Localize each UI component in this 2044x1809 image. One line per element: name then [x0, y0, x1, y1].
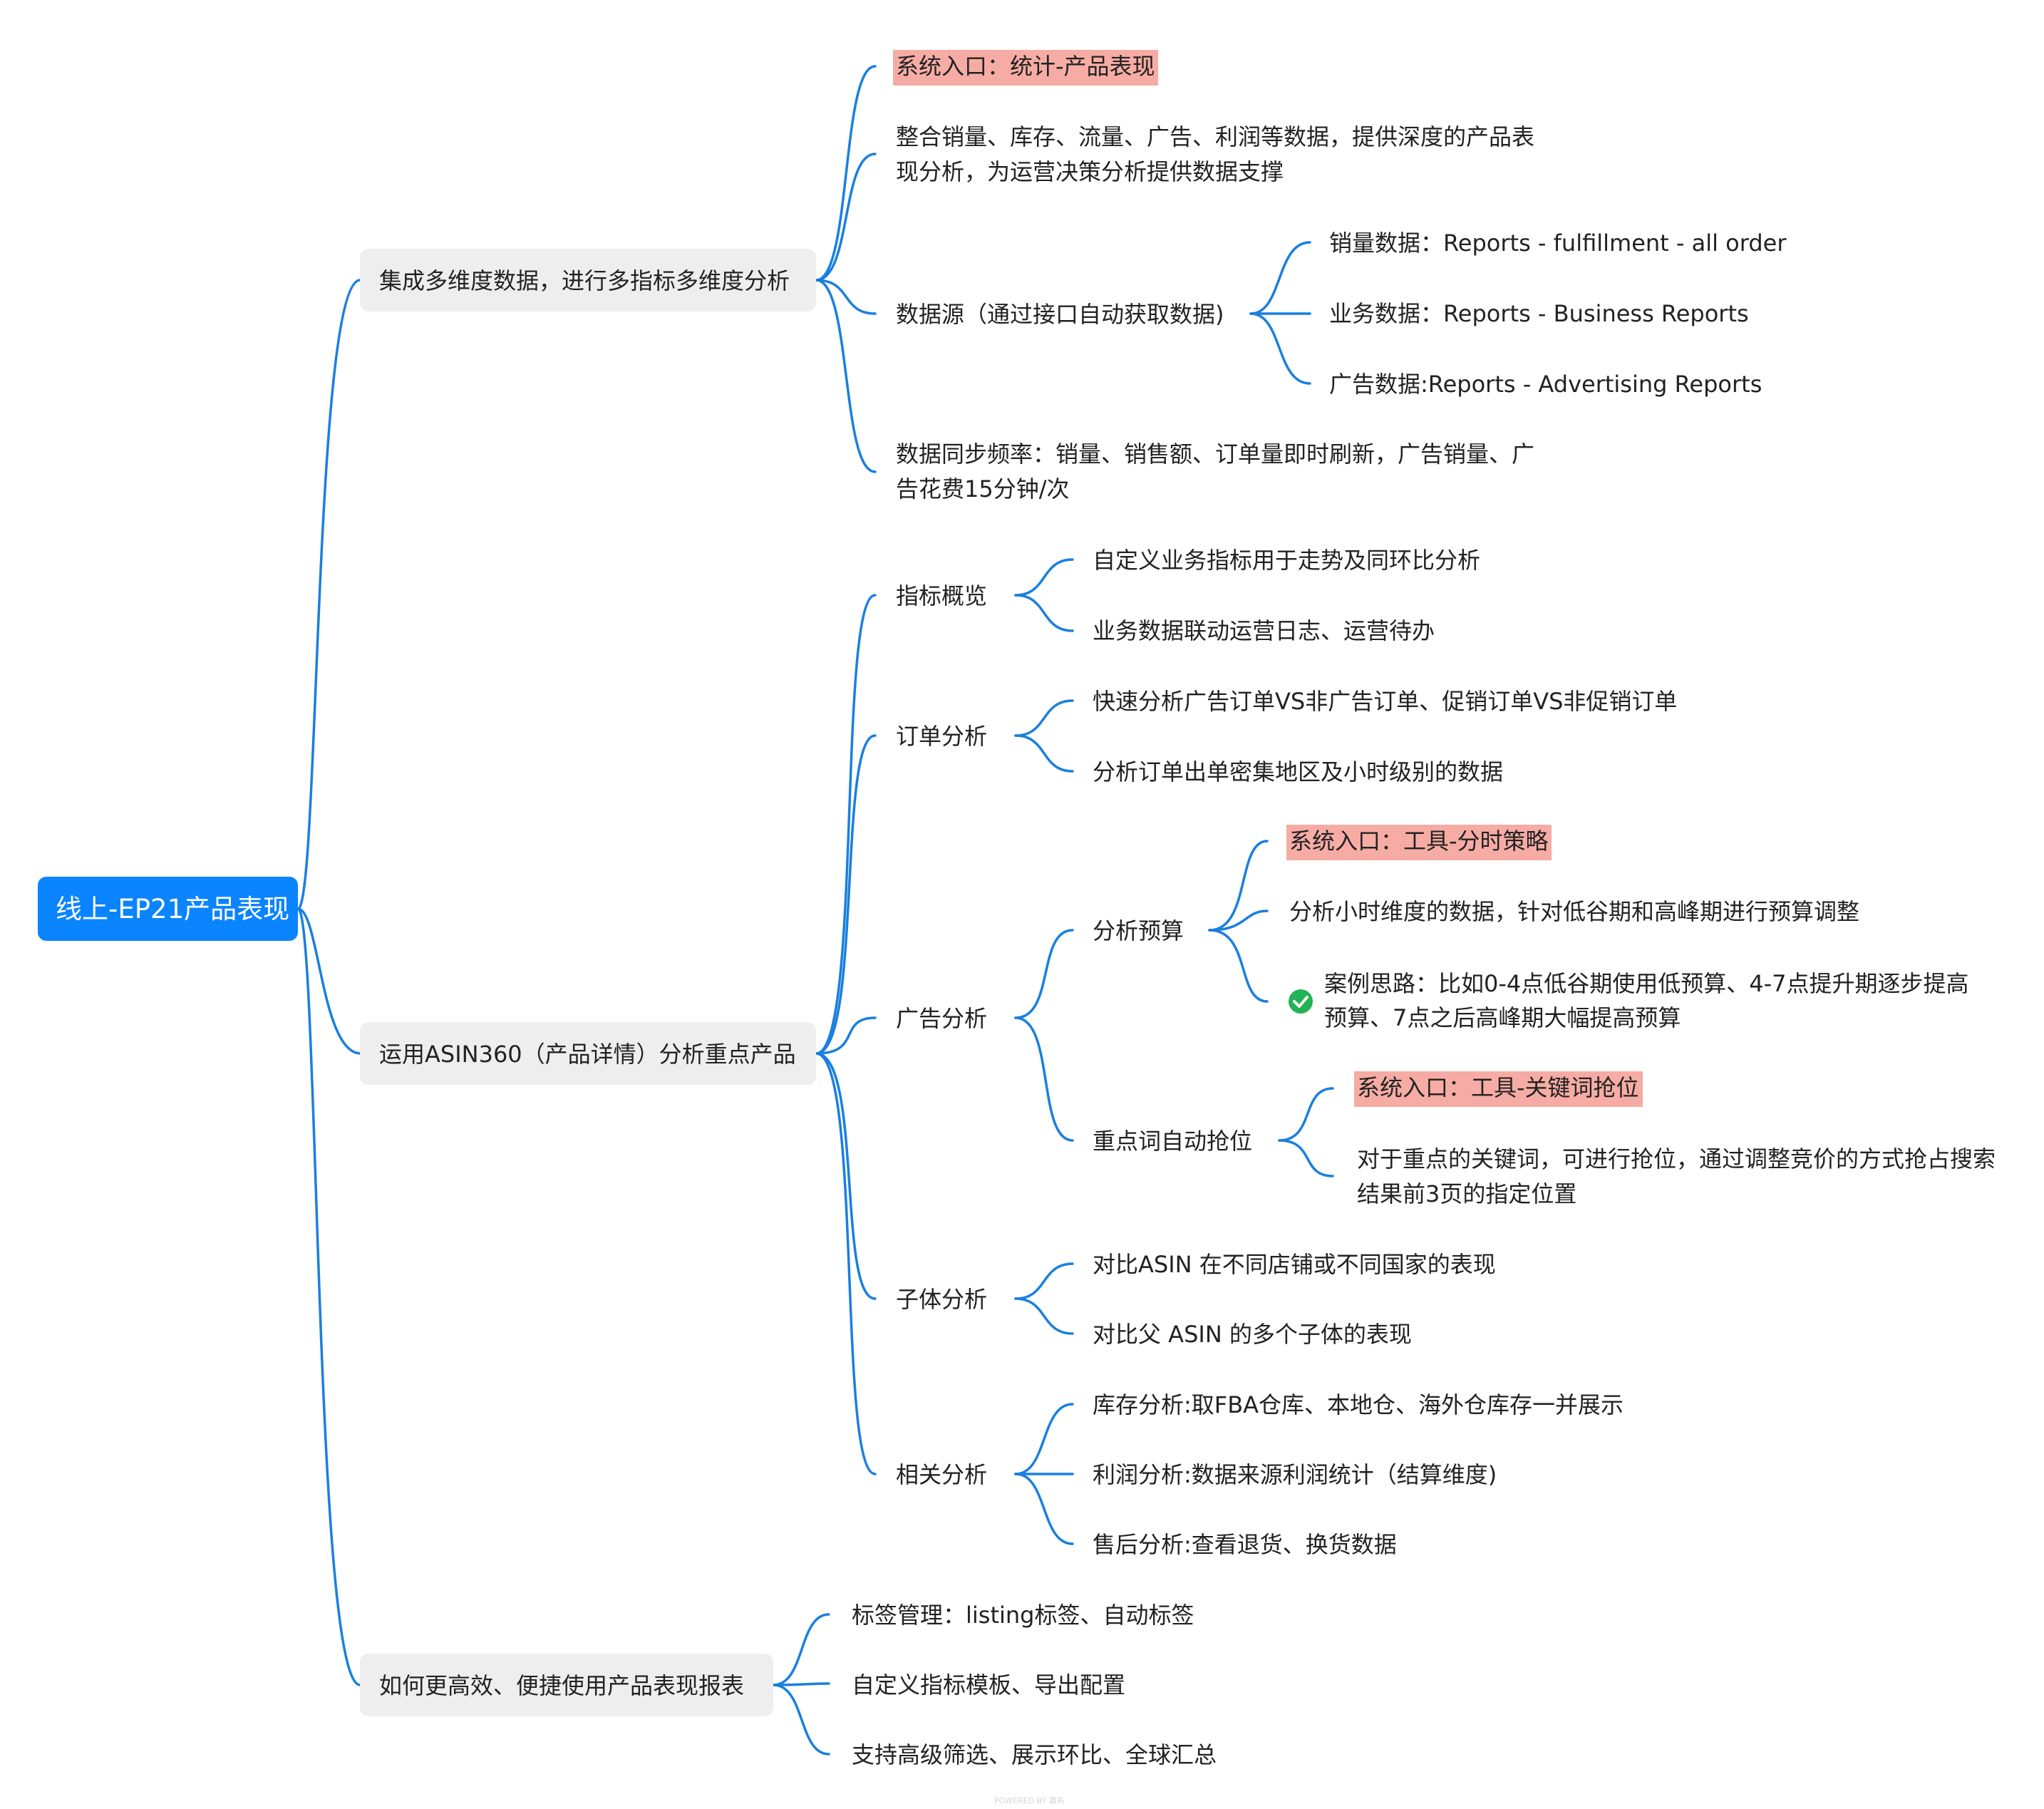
budget-node[interactable]: 分析预算 — [1093, 917, 1184, 944]
check-circle-icon — [1289, 989, 1313, 1014]
b3-item-2[interactable]: 自定义指标模板、导出配置 — [852, 1671, 1125, 1699]
connector-related-3 — [1014, 1473, 1074, 1545]
b1-desc-line-1: 整合销量、库存、流量、广告、利润等数据，提供深度的产品表 — [896, 123, 1534, 150]
b1-source-node[interactable]: 数据源（通过接口自动获取数据) — [896, 301, 1224, 328]
keyword-node[interactable]: 重点词自动抢位 — [1093, 1128, 1252, 1155]
branch-label-b2: 运用ASIN360（产品详情）分析重点产品 — [379, 1041, 796, 1068]
budget-case-line-1: 案例思路：比如0-4点低谷期使用低预算、4-7点提升期逐步提高 — [1324, 970, 1969, 997]
b1-entry-node[interactable]: 系统入口：统计-产品表现 — [893, 50, 1158, 86]
connector-root-b2 — [296, 907, 361, 1055]
source-item-business[interactable]: 业务数据：Reports - Business Reports — [1329, 300, 1749, 327]
overview-node[interactable]: 指标概览 — [896, 582, 987, 609]
connector-child-1 — [1014, 1262, 1074, 1300]
connector-b2-orders — [815, 734, 877, 1055]
connector-b3-1 — [772, 1613, 830, 1686]
branch-label-b3: 如何更高效、便捷使用产品表现报表 — [379, 1672, 744, 1699]
connector-keyword-entry — [1278, 1087, 1334, 1142]
related-label: 相关分析 — [896, 1461, 987, 1488]
connector-child-2 — [1014, 1297, 1074, 1335]
connector-budget-entry — [1208, 840, 1269, 932]
overview-label: 指标概览 — [896, 582, 987, 609]
keyword-entry-label: 系统入口：工具-关键词抢位 — [1357, 1074, 1639, 1101]
connector-budget-case — [1208, 929, 1269, 1003]
b1-desc-node[interactable]: 整合销量、库存、流量、广告、利润等数据，提供深度的产品表 现分析，为运营决策分析… — [896, 123, 1534, 185]
b1-desc-line-2: 现分析，为运营决策分析提供数据支撑 — [896, 158, 1284, 185]
b1-source-label: 数据源（通过接口自动获取数据) — [896, 301, 1224, 328]
connector-b2-child — [815, 1052, 877, 1300]
connector-b2-overview — [815, 594, 877, 1055]
child-node[interactable]: 子体分析 — [896, 1286, 987, 1313]
connector-orders-2 — [1014, 734, 1074, 773]
overview-item-1[interactable]: 自定义业务指标用于走势及同环比分析 — [1093, 547, 1480, 574]
connector-related-1 — [1014, 1403, 1074, 1475]
child-item-2[interactable]: 对比父 ASIN 的多个子体的表现 — [1093, 1321, 1412, 1348]
orders-item-1[interactable]: 快速分析广告订单VS非广告订单、促销订单VS非促销订单 — [1093, 688, 1677, 715]
ads-label: 广告分析 — [896, 1005, 987, 1032]
root-label: 线上-EP21产品表现 — [56, 894, 289, 924]
connector-b1-entry — [815, 65, 877, 282]
connector-overview-1 — [1014, 558, 1074, 597]
connector-b1-desc — [815, 153, 877, 282]
connector-root-b3 — [296, 907, 361, 1686]
budget-case-line-2: 预算、7点之后高峰期大幅提高预算 — [1324, 1004, 1681, 1031]
keyword-entry-node[interactable]: 系统入口：工具-关键词抢位 — [1354, 1071, 1643, 1107]
connector-root-b1 — [296, 279, 361, 910]
orders-node[interactable]: 订单分析 — [896, 723, 987, 750]
b3-item-3[interactable]: 支持高级筛选、展示环比、全球汇总 — [852, 1741, 1217, 1768]
related-item-inventory[interactable]: 库存分析:取FBA仓库、本地仓、海外仓库存一并展示 — [1093, 1391, 1624, 1418]
budget-entry-label: 系统入口：工具-分时策略 — [1289, 828, 1549, 855]
connector-ads-budget — [1014, 929, 1074, 1019]
connector-overview-2 — [1014, 594, 1074, 632]
orders-label: 订单分析 — [896, 723, 987, 750]
connector-b3-3 — [772, 1684, 830, 1756]
child-label: 子体分析 — [896, 1286, 987, 1313]
connector-b2-ads — [815, 1016, 877, 1055]
related-node[interactable]: 相关分析 — [896, 1461, 987, 1488]
keyword-desc-node[interactable]: 对于重点的关键词，可进行抢位，通过调整竞价的方式抢占搜索 结果前3页的指定位置 — [1357, 1145, 1996, 1207]
b1-sync-line-1: 数据同步频率：销量、销售额、订单量即时刷新，广告销量、广 — [896, 440, 1534, 468]
connectors — [296, 65, 1334, 1756]
b1-source-children: 销量数据：Reports - fulfillment - all order 业… — [1329, 230, 1787, 398]
budget-case-node[interactable]: 案例思路：比如0-4点低谷期使用低预算、4-7点提升期逐步提高 预算、7点之后高… — [1289, 970, 1969, 1031]
orders-item-2[interactable]: 分析订单出单密集地区及小时级别的数据 — [1093, 758, 1503, 785]
source-item-advertising[interactable]: 广告数据:Reports - Advertising Reports — [1329, 371, 1762, 398]
connector-b2-related — [815, 1052, 877, 1475]
related-item-profit[interactable]: 利润分析:数据来源利润统计（结算维度) — [1093, 1461, 1497, 1488]
connector-orders-1 — [1014, 699, 1074, 737]
branch-node-b3[interactable]: 如何更高效、便捷使用产品表现报表 — [360, 1654, 773, 1716]
budget-label: 分析预算 — [1093, 917, 1184, 944]
related-item-aftersale[interactable]: 售后分析:查看退货、换货数据 — [1093, 1531, 1397, 1558]
connector-b3-2 — [772, 1682, 830, 1686]
connector-source-3 — [1249, 312, 1311, 385]
root-node[interactable]: 线上-EP21产品表现 — [38, 877, 298, 941]
connector-keyword-desc — [1278, 1139, 1334, 1177]
b1-entry-label: 系统入口：统计-产品表现 — [896, 53, 1155, 80]
connector-source-1 — [1249, 241, 1311, 315]
b3-item-1[interactable]: 标签管理：listing标签、自动标签 — [852, 1602, 1194, 1629]
keyword-desc-line-2: 结果前3页的指定位置 — [1357, 1180, 1576, 1207]
b1-sync-line-2: 告花费15分钟/次 — [896, 475, 1070, 502]
keyword-label: 重点词自动抢位 — [1093, 1128, 1252, 1155]
powered-by-footer: POWERED BY 幕布 — [994, 1795, 1065, 1805]
budget-desc[interactable]: 分析小时维度的数据，针对低谷期和高峰期进行预算调整 — [1289, 898, 1859, 925]
connector-b1-sync — [815, 279, 877, 473]
keyword-desc-line-1: 对于重点的关键词，可进行抢位，通过调整竞价的方式抢占搜索 — [1357, 1145, 1996, 1172]
connector-ads-keyword — [1014, 1016, 1074, 1142]
ads-node[interactable]: 广告分析 — [896, 1005, 987, 1032]
branch-node-b2[interactable]: 运用ASIN360（产品详情）分析重点产品 — [360, 1022, 816, 1085]
connector-b1-source — [815, 279, 877, 315]
connector-budget-desc — [1208, 909, 1269, 932]
source-item-sales[interactable]: 销量数据：Reports - fulfillment - all order — [1329, 230, 1787, 257]
branch-node-b1[interactable]: 集成多维度数据，进行多指标多维度分析 — [360, 249, 816, 311]
branch-label-b1: 集成多维度数据，进行多指标多维度分析 — [379, 267, 790, 294]
overview-item-2[interactable]: 业务数据联动运营日志、运营待办 — [1093, 617, 1435, 644]
budget-entry-node[interactable]: 系统入口：工具-分时策略 — [1286, 825, 1552, 860]
b1-sync-node[interactable]: 数据同步频率：销量、销售额、订单量即时刷新，广告销量、广 告花费15分钟/次 — [896, 440, 1534, 502]
child-item-1[interactable]: 对比ASIN 在不同店铺或不同国家的表现 — [1093, 1251, 1496, 1278]
